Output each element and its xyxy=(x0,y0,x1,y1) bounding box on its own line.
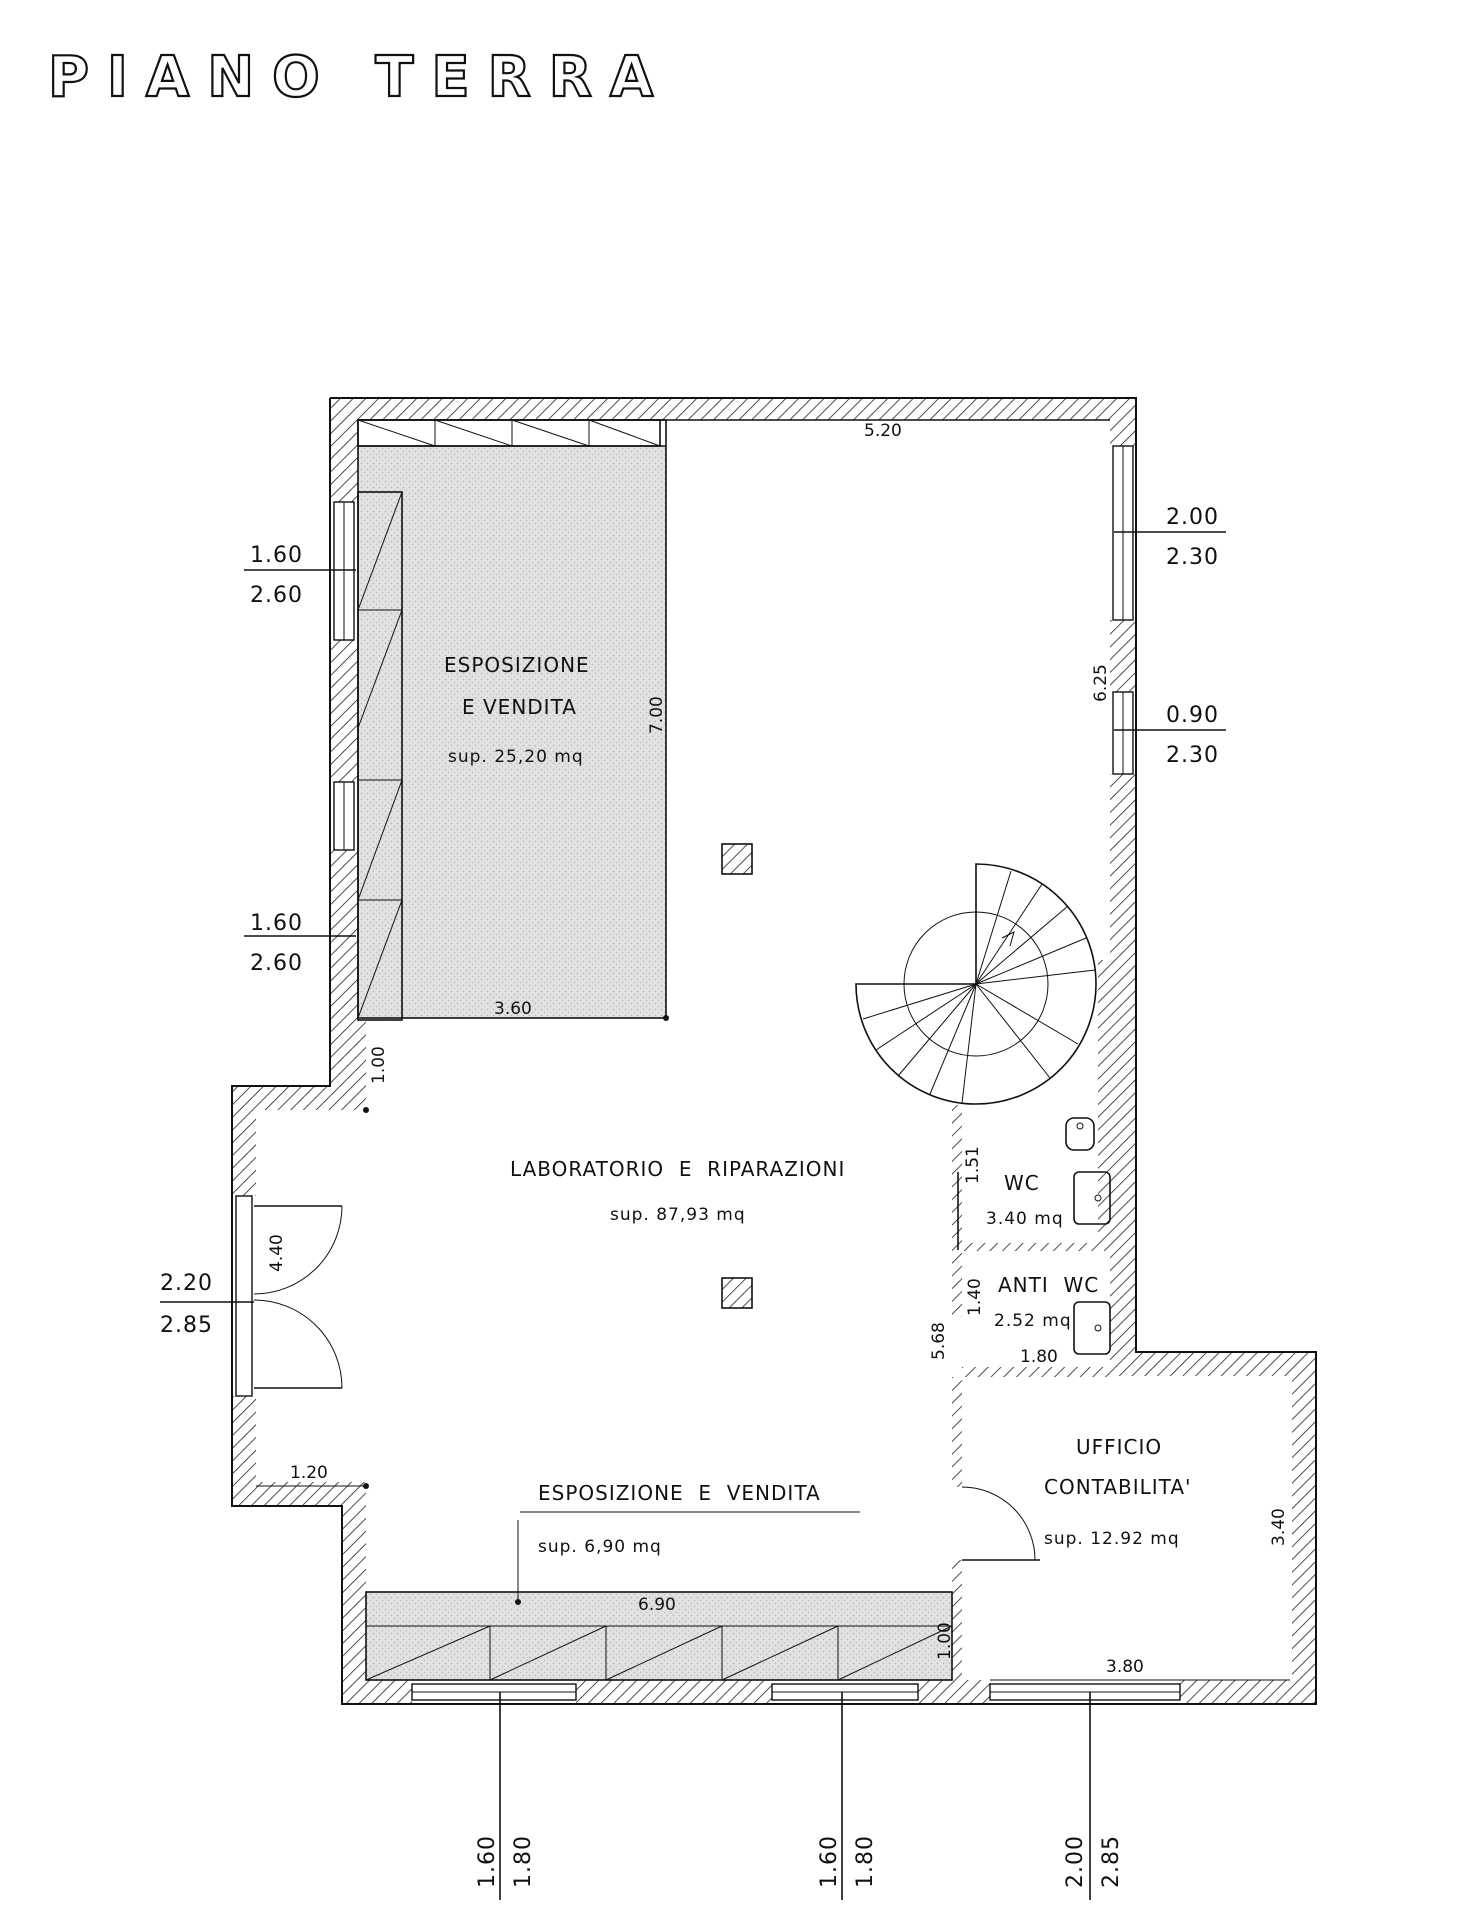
svg-text:3.40: 3.40 xyxy=(1269,1508,1289,1546)
svg-text:1.51: 1.51 xyxy=(963,1146,983,1184)
svg-text:2.60: 2.60 xyxy=(250,951,303,976)
shelves-left xyxy=(357,491,403,1021)
svg-text:3.80: 3.80 xyxy=(1106,1657,1144,1677)
room-wc: WC 3.40 mq xyxy=(986,1171,1064,1229)
room-esposizione-bottom: ESPOSIZIONE E VENDITA sup. 6,90 mq xyxy=(515,1481,860,1605)
opening-dimension-bottom-3: 2.00 2.85 xyxy=(1063,1692,1124,1900)
svg-text:2.30: 2.30 xyxy=(1166,545,1219,570)
wc-fixtures xyxy=(1065,1117,1111,1355)
esposizione-top-area xyxy=(358,446,666,1018)
svg-text:5.20: 5.20 xyxy=(864,421,902,441)
svg-text:6.90: 6.90 xyxy=(638,1595,676,1615)
opening-dimension-right-lower: 0.90 2.30 xyxy=(1114,703,1226,768)
svg-text:2.00: 2.00 xyxy=(1166,505,1219,530)
svg-text:E VENDITA: E VENDITA xyxy=(462,695,577,719)
opening-dimension-bottom-2: 1.60 1.80 xyxy=(817,1692,878,1900)
opening-dimension-left-upper: 1.60 2.60 xyxy=(244,543,356,608)
opening-dimension-entrance: 2.20 2.85 xyxy=(160,1271,254,1338)
svg-text:1.40: 1.40 xyxy=(965,1278,985,1316)
svg-text:2.85: 2.85 xyxy=(1099,1835,1124,1888)
svg-text:2.30: 2.30 xyxy=(1166,743,1219,768)
internal-dimensions: 5.20 7.00 3.60 6.25 1.00 4.40 1.20 1.51 … xyxy=(256,421,1290,1681)
ufficio-door[interactable] xyxy=(961,1486,1040,1561)
svg-text:UFFICIO: UFFICIO xyxy=(1076,1435,1162,1459)
svg-text:1.60: 1.60 xyxy=(250,543,303,568)
opening-dimension-bottom-1: 1.60 1.80 xyxy=(475,1692,536,1900)
svg-text:sup. 12.92 mq: sup. 12.92 mq xyxy=(1044,1529,1180,1549)
svg-text:7.00: 7.00 xyxy=(647,696,667,734)
plan-title: PIANO TERRA xyxy=(48,45,671,110)
svg-text:4.40: 4.40 xyxy=(267,1234,287,1272)
svg-text:1.60: 1.60 xyxy=(475,1835,500,1888)
svg-text:2.60: 2.60 xyxy=(250,583,303,608)
svg-text:CONTABILITA': CONTABILITA' xyxy=(1044,1475,1192,1499)
exterior-walls xyxy=(232,398,1316,1704)
svg-text:6.25: 6.25 xyxy=(1091,664,1111,702)
svg-text:1.80: 1.80 xyxy=(511,1835,536,1888)
svg-text:1.80: 1.80 xyxy=(1020,1347,1058,1367)
column-lower xyxy=(721,1277,753,1309)
svg-text:sup. 25,20 mq: sup. 25,20 mq xyxy=(448,747,584,767)
interior-partitions xyxy=(952,960,1112,1680)
opening-dimension-left-lower: 1.60 2.60 xyxy=(244,911,356,976)
svg-text:0.90: 0.90 xyxy=(1166,703,1219,728)
svg-text:2.85: 2.85 xyxy=(160,1313,213,1338)
svg-text:ESPOSIZIONE: ESPOSIZIONE xyxy=(444,653,590,677)
column-upper xyxy=(721,843,753,875)
room-anti-wc: ANTI WC 2.52 mq xyxy=(994,1273,1099,1331)
shelves-bottom xyxy=(365,1625,953,1681)
svg-text:WC: WC xyxy=(1004,1171,1040,1195)
room-ufficio: UFFICIO CONTABILITA' sup. 12.92 mq xyxy=(1044,1435,1192,1549)
shelves-top xyxy=(357,419,661,447)
svg-text:sup. 87,93 mq: sup. 87,93 mq xyxy=(610,1205,746,1225)
svg-text:3.40 mq: 3.40 mq xyxy=(986,1209,1064,1229)
svg-text:1.00: 1.00 xyxy=(935,1622,955,1660)
svg-text:1.00: 1.00 xyxy=(369,1046,389,1084)
svg-text:1.20: 1.20 xyxy=(290,1463,328,1483)
svg-text:LABORATORIO E RIPARAZIONI: LABORATORIO E RIPARAZIONI xyxy=(510,1157,845,1181)
esposizione-bottom-area xyxy=(366,1592,952,1680)
svg-text:ANTI WC: ANTI WC xyxy=(998,1273,1099,1297)
svg-text:2.00: 2.00 xyxy=(1063,1835,1088,1888)
windows xyxy=(333,445,1181,1701)
spiral-staircase xyxy=(855,863,1097,1105)
svg-text:5.68: 5.68 xyxy=(929,1322,949,1360)
svg-text:3.60: 3.60 xyxy=(494,999,532,1019)
svg-text:sup. 6,90 mq: sup. 6,90 mq xyxy=(538,1537,662,1557)
room-laboratorio: LABORATORIO E RIPARAZIONI sup. 87,93 mq xyxy=(510,1157,845,1225)
svg-text:1.60: 1.60 xyxy=(250,911,303,936)
room-esposizione-top: ESPOSIZIONE E VENDITA sup. 25,20 mq xyxy=(444,653,590,767)
svg-text:2.52 mq: 2.52 mq xyxy=(994,1311,1072,1331)
svg-text:2.20: 2.20 xyxy=(160,1271,213,1296)
opening-dimension-right-upper: 2.00 2.30 xyxy=(1114,505,1226,570)
svg-text:1.60: 1.60 xyxy=(817,1835,842,1888)
entrance-door[interactable] xyxy=(235,1195,343,1397)
svg-text:ESPOSIZIONE E VENDITA: ESPOSIZIONE E VENDITA xyxy=(538,1481,821,1505)
svg-text:1.80: 1.80 xyxy=(853,1835,878,1888)
